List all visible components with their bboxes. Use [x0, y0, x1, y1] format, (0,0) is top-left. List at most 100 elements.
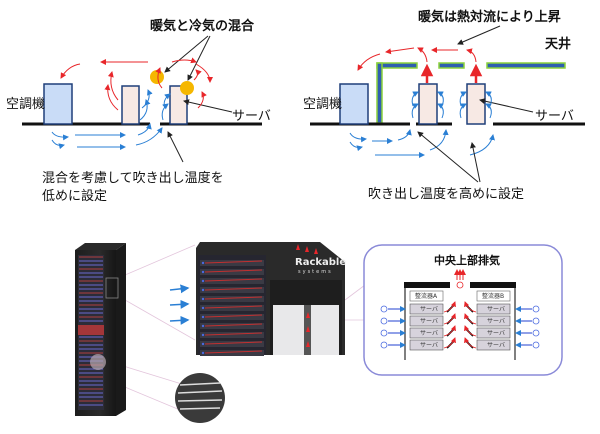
- server-unit: [200, 314, 264, 320]
- ac-label: 空調機: [303, 97, 342, 112]
- server-unit: [200, 260, 264, 266]
- server-unit: [200, 278, 264, 284]
- intake-marker: [532, 341, 540, 349]
- right-title: 暖気は熱対流により上昇: [418, 9, 561, 25]
- air-conditioner-unit: [339, 83, 369, 125]
- rack-top-b: [470, 282, 516, 288]
- cable-bundle: [78, 325, 104, 335]
- server-slot-label: サーバ: [487, 342, 505, 349]
- zoom-region: [90, 354, 106, 370]
- exhaust-flow: [443, 325, 456, 337]
- cable-closeup-lines: [177, 382, 223, 410]
- server-slot: [409, 303, 444, 315]
- intake-marker: [380, 329, 388, 337]
- exhaust-flow: [464, 337, 477, 349]
- cable: [204, 269, 263, 273]
- server-slot: [409, 315, 444, 327]
- ceiling: [376, 62, 566, 124]
- server-rack: [466, 83, 486, 125]
- cable: [204, 332, 263, 336]
- exhaust-flow: [443, 301, 456, 313]
- server-rack: [418, 83, 438, 125]
- intake-marker: [380, 305, 388, 313]
- left-caption-line2: 低めに設定: [42, 188, 107, 204]
- cable-closeup: [175, 373, 225, 423]
- server-slot: [409, 339, 444, 351]
- warm-airflow: [357, 47, 477, 71]
- server-rack: [121, 85, 140, 125]
- air-conditioner-unit: [43, 83, 73, 125]
- rack-top-a: [404, 282, 450, 288]
- led: [201, 333, 205, 337]
- pointer-arrow: [187, 35, 211, 81]
- cable: [204, 305, 263, 309]
- server-unit: [200, 305, 264, 311]
- server-unit: [200, 269, 264, 275]
- exhaust-flow: [443, 313, 456, 325]
- led: [201, 297, 205, 301]
- server-slot-label: サーバ: [420, 330, 438, 337]
- server-unit: [200, 296, 264, 302]
- left-panel-mixing-diagram: 暖気と冷気の混合 空調機 サーバ: [6, 18, 271, 204]
- exhaust-flow: [464, 325, 477, 337]
- server-slot-label: サーバ: [420, 318, 438, 325]
- server-slot: [476, 327, 511, 339]
- brand-subtitle: systems: [298, 269, 333, 275]
- led: [201, 315, 205, 319]
- rectifier-b: [476, 290, 511, 302]
- led: [201, 288, 205, 292]
- cable: [204, 350, 263, 354]
- pointer-arrow: [164, 35, 209, 73]
- server-slot-label: サーバ: [420, 342, 438, 349]
- cool-intake-arrows: [169, 284, 190, 325]
- zoom-guide-lines: [119, 244, 366, 411]
- right-panel-convection-diagram: 暖気は熱対流により上昇 天井 空調機 サーバ: [303, 9, 585, 202]
- cable: [204, 323, 263, 327]
- exhaust-arrows: [296, 244, 318, 347]
- server-unit: [200, 332, 264, 338]
- led: [201, 261, 205, 265]
- server-slot: [409, 327, 444, 339]
- exhaust-flow: [464, 313, 477, 325]
- led: [201, 351, 205, 355]
- pointer-arrow: [479, 98, 534, 113]
- cable: [204, 260, 263, 264]
- server-unit: [200, 323, 264, 329]
- ac-label: 空調機: [6, 97, 45, 112]
- left-title: 暖気と冷気の混合: [150, 18, 255, 34]
- intake-marker: [532, 329, 540, 337]
- server-slot-label: サーバ: [487, 318, 505, 325]
- led: [201, 270, 205, 274]
- intake-marker: [532, 317, 540, 325]
- rack-photo-illustration: Rackable systems: [75, 242, 366, 423]
- right-caption: 吹き出し温度を高めに設定: [368, 186, 524, 202]
- intake-marker: [532, 305, 540, 313]
- mixing-point: [180, 81, 194, 95]
- server-label: サーバ: [232, 109, 271, 124]
- intake-marker: [380, 341, 388, 349]
- zoom-region: [105, 277, 119, 299]
- exhaust-flow: [464, 301, 477, 313]
- rectifier-b-label: 整流器B: [482, 292, 504, 300]
- cable: [204, 314, 263, 318]
- rack-side: [116, 243, 126, 416]
- rectifier-a: [409, 290, 444, 302]
- cable: [204, 287, 263, 291]
- led: [201, 279, 205, 283]
- server-unit: [200, 341, 264, 347]
- intake-marker: [380, 317, 388, 325]
- rectifier-a-label: 整流器A: [415, 292, 438, 300]
- cool-airflow: [51, 89, 171, 150]
- brand-logo: Rackable: [295, 257, 346, 268]
- left-caption-line1: 混合を考慮して吹き出し温度を: [42, 170, 224, 186]
- pointer-arrow: [167, 131, 184, 163]
- top-exhaust-arrows: [454, 269, 466, 280]
- server-slot: [476, 303, 511, 315]
- led: [201, 306, 205, 310]
- server-slot: [476, 315, 511, 327]
- pointer-arrow: [470, 142, 481, 183]
- pointer-arrow: [417, 131, 479, 183]
- led: [201, 324, 205, 328]
- cable: [204, 341, 263, 345]
